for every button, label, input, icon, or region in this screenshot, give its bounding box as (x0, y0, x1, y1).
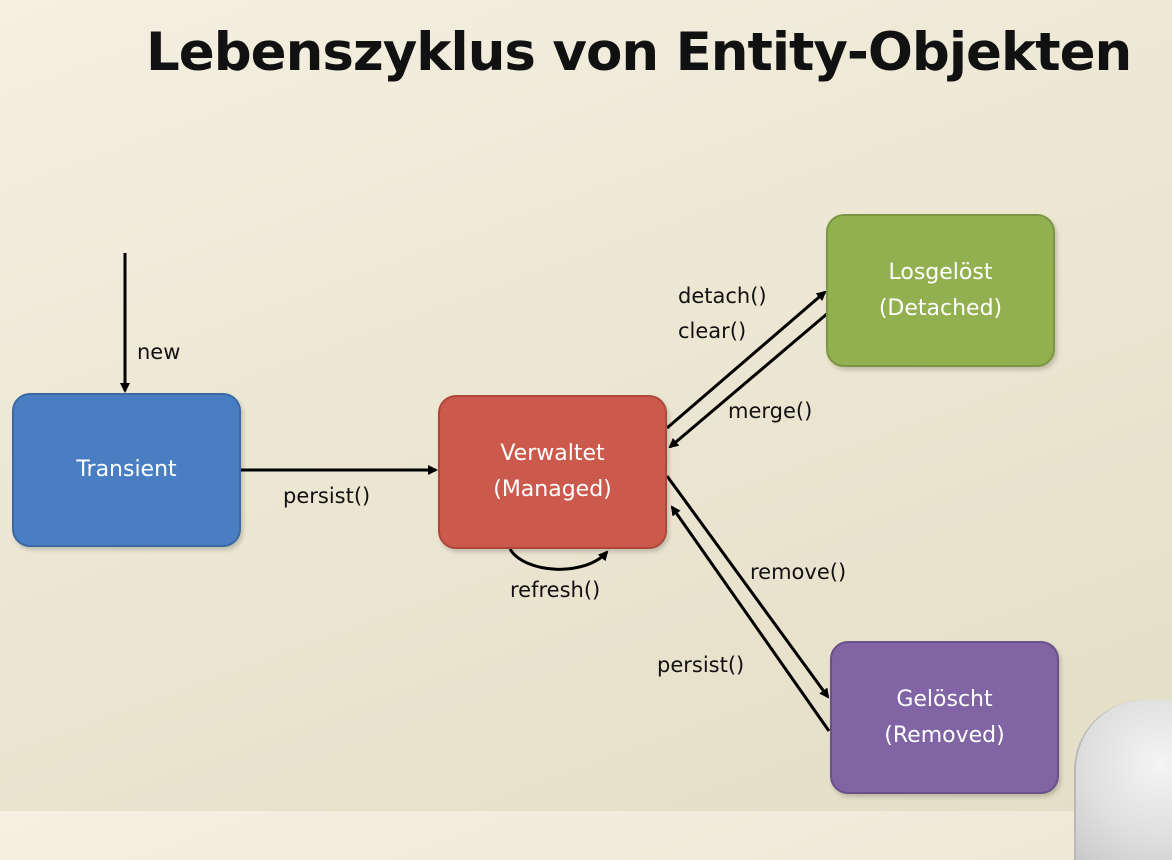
merge-arrow (668, 311, 829, 449)
state-removed-english: (Removed) (884, 722, 1005, 748)
label-merge: merge() (728, 399, 813, 423)
persist-back-arrow (670, 505, 831, 732)
state-detached: Losgelöst (Detached) (826, 214, 1055, 367)
state-transient-label: Transient (76, 457, 177, 482)
label-persist-back: persist() (657, 653, 745, 677)
refresh-arrow (508, 548, 609, 571)
state-detached-english: (Detached) (878, 295, 1003, 321)
label-new: new (137, 340, 181, 364)
state-removed: Gelöscht (Removed) (830, 641, 1059, 794)
label-clear: clear() (678, 319, 747, 343)
label-refresh: refresh() (510, 578, 601, 602)
label-remove: remove() (750, 560, 847, 584)
state-managed: Verwaltet (Managed) (438, 395, 667, 549)
label-detach: detach() (678, 284, 767, 308)
page-title: Lebenszyklus von Entity-Objekten (146, 22, 1132, 83)
label-persist: persist() (283, 484, 371, 508)
state-removed-name: Gelöscht (896, 686, 993, 712)
state-managed-name: Verwaltet (500, 441, 605, 466)
remove-arrow (665, 475, 830, 699)
transition-arrows (120, 253, 831, 732)
state-transient: Transient (12, 393, 241, 547)
state-detached-name: Losgelöst (888, 259, 993, 285)
state-managed-english: (Managed) (493, 477, 612, 502)
detach-arrow (666, 290, 827, 430)
